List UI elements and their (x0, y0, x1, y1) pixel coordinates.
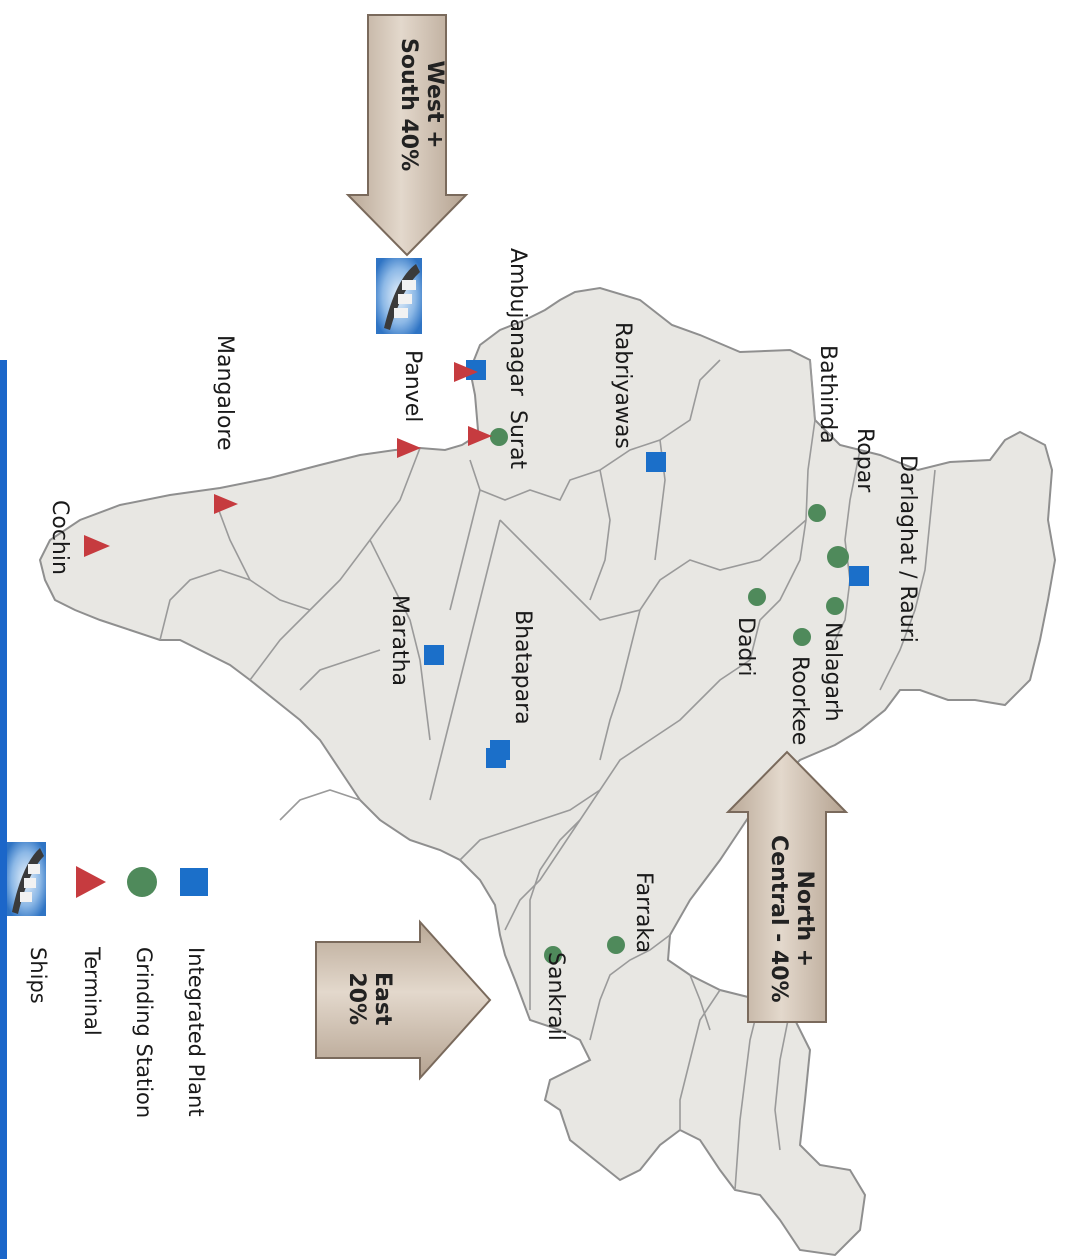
marker-rabriyawas (646, 452, 666, 472)
west-south-line2: South 40% (396, 38, 421, 172)
city-farraka: Farraka (631, 872, 656, 954)
marker-surat-terminal (468, 426, 492, 446)
marker-maratha (424, 645, 444, 665)
east-line1: East (370, 972, 395, 1026)
city-maratha: Maratha (387, 595, 412, 687)
city-cochin: Cochin (47, 500, 72, 575)
north-central-line1: North + (792, 870, 817, 968)
arrow-north-central (725, 750, 849, 1023)
marker-panvel (397, 438, 421, 458)
marker-ambujanagar (466, 360, 486, 380)
marker-farraka (607, 936, 625, 954)
east-line2: 20% (344, 972, 369, 1026)
marker-cochin (84, 535, 110, 557)
label-north-central: North + Central - 40% (765, 835, 817, 1003)
city-panvel: Panvel (400, 350, 425, 423)
west-south-line1: West + (422, 60, 447, 149)
legend-integrated-plant: Integrated Plant (184, 947, 208, 1117)
legend-grinding-station: Grinding Station (132, 947, 156, 1119)
marker-surat (490, 428, 508, 446)
city-nalagarh: Nalagarh (820, 622, 845, 722)
integrated-plant-markers (424, 360, 869, 768)
arrow-west-south (345, 14, 469, 257)
city-ambujanagar: Ambujanagar (505, 248, 530, 396)
north-central-line2: Central - 40% (766, 835, 791, 1003)
city-mangalore: Mangalore (212, 335, 237, 451)
city-rabriyawas: Rabriyawas (610, 322, 635, 449)
city-dadri: Dadri (733, 617, 758, 677)
legend-terminal: Terminal (80, 947, 104, 1036)
marker-sankrail (544, 946, 562, 964)
ship-icon (376, 258, 422, 334)
city-sankrail: Sankrail (543, 952, 568, 1041)
legend-ships: Ships (26, 947, 50, 1004)
marker-darlaghat (849, 566, 869, 586)
marker-ropar (827, 546, 849, 568)
marker-mangalore (214, 494, 238, 514)
label-west-south: West + South 40% (395, 38, 447, 171)
circle-icon (127, 867, 157, 897)
marker-bathinda (808, 504, 826, 522)
city-bhatapara: Bhatapara (510, 610, 535, 725)
marker-nalagarh (826, 597, 844, 615)
city-bathinda: Bathinda (815, 345, 840, 444)
city-surat: Surat (505, 410, 530, 470)
city-ropar: Ropar (852, 428, 877, 493)
terminal-markers (84, 362, 492, 557)
state-borders (159, 359, 936, 1191)
legend-icons (6, 842, 208, 916)
legend-bar (0, 360, 7, 1259)
city-darlaghat: Darlaghat / Rauri (895, 455, 920, 643)
label-east: East 20% (343, 972, 395, 1026)
marker-roorkee (793, 628, 811, 646)
country-outline (38, 286, 1057, 1257)
ship-icon (6, 842, 46, 916)
marker-bhatapara-2 (486, 748, 506, 768)
square-icon (180, 868, 208, 896)
grinding-station-markers (490, 428, 849, 964)
marker-dadri (748, 588, 766, 606)
arrow-east (315, 919, 492, 1081)
city-roorkee: Roorkee (787, 656, 812, 746)
marker-ambujanagar-terminal (454, 362, 478, 382)
triangle-icon (76, 866, 106, 898)
